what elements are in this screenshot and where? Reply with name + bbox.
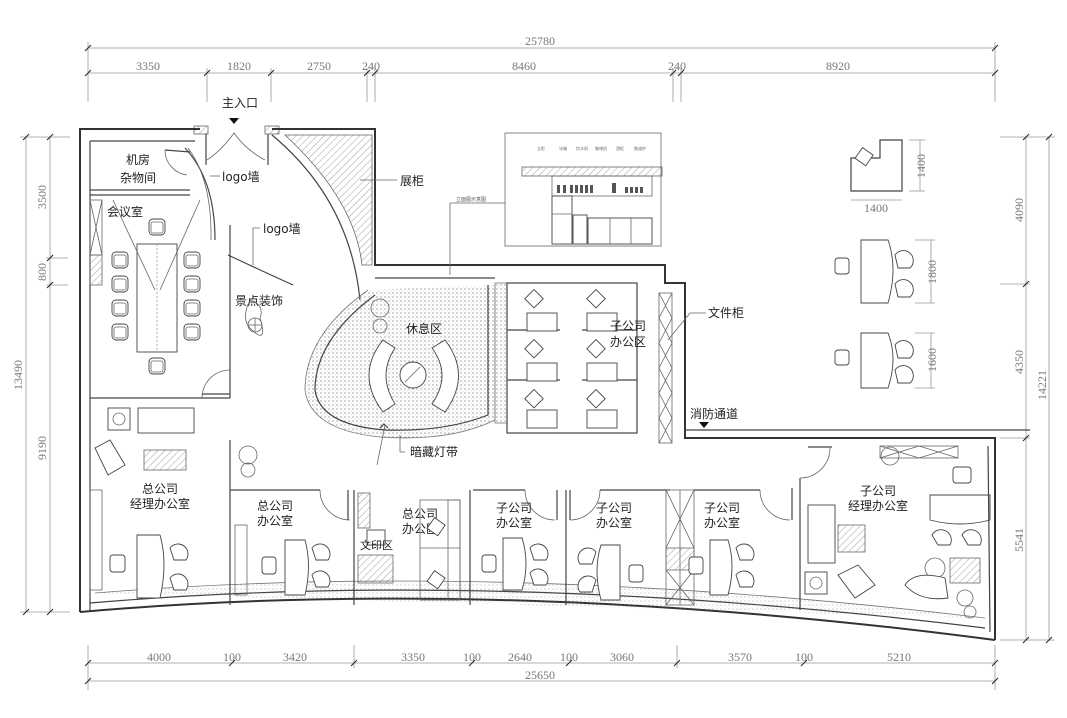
lounge-label: 休息区 — [406, 321, 442, 336]
sub-office-1-label-2: 办公室 — [496, 515, 532, 530]
dim-left-3: 9190 — [35, 436, 49, 460]
elevation-item-3: 饮水机 — [576, 145, 588, 151]
dim-bottom-4: 3350 — [401, 650, 425, 664]
scenic-decor-label: 景点装饰 — [235, 294, 283, 308]
file-cabinet-label: 文件柜 — [708, 305, 744, 320]
hq-manager-label-2: 经理办公室 — [130, 496, 190, 511]
bottom-dimension-chain: 4000 100 3420 3350 100 2640 100 3060 357… — [84, 645, 999, 690]
dim-right-total: 14221 — [1035, 370, 1049, 400]
desk-1600-size: 1600 — [925, 348, 939, 372]
entrance-label: 主入口 — [222, 96, 258, 110]
bottom-offices: 总公司 经理办公室 总公司 办公室 文印区 总公司 办公区 — [89, 407, 991, 633]
dim-top-5: 8460 — [512, 59, 536, 73]
sub-office-3-label-1: 子公司 — [704, 501, 740, 515]
sub-office-1-label-1: 子公司 — [496, 501, 532, 515]
dim-right-3: 5541 — [1012, 528, 1026, 552]
main-entrance: 主入口 — [193, 96, 280, 165]
dim-left-2: 800 — [35, 263, 49, 281]
reception-area: logo墙 logo墙 展柜 景点装饰 — [184, 134, 424, 336]
dim-top-7: 8920 — [826, 59, 850, 73]
dim-bottom-3: 3420 — [283, 650, 307, 664]
sub-manager-label-1: 子公司 — [860, 484, 896, 498]
logo-wall-label-2: logo墙 — [263, 222, 301, 236]
dim-top-3: 2750 — [307, 59, 331, 73]
dim-right-2: 4350 — [1012, 350, 1026, 374]
fire-passage-arrow-icon — [699, 422, 709, 428]
sub-office-area: 子公司 办公区 文件柜 消防通道 — [494, 282, 744, 444]
hq-office-label-2: 办公室 — [257, 513, 293, 528]
furniture-details: 1400 1400 1800 1600 — [834, 139, 939, 389]
outer-walls — [79, 128, 1030, 641]
sub-office-area-label-1: 子公司 — [610, 319, 646, 333]
sub-office-area-label-2: 办公区 — [610, 334, 646, 349]
hidden-light-label: 暗藏灯带 — [410, 444, 458, 459]
hq-office-label-1: 总公司 — [257, 499, 293, 513]
elevation-item-1: 立柜 — [537, 145, 545, 151]
dim-top-6: 240 — [668, 59, 686, 73]
server-room: 机房 杂物间 — [90, 140, 195, 196]
sub-office-2-label-2: 办公室 — [596, 515, 632, 530]
elevation-item-6: 微波炉 — [634, 145, 646, 151]
elevation-item-5: 酒柜 — [616, 145, 624, 151]
server-room-label-2: 杂物间 — [120, 171, 156, 185]
dim-bottom-9: 3570 — [728, 650, 752, 664]
elevation-label: 立面图示意图 — [456, 196, 486, 203]
elevation-item-2: 冰箱 — [559, 145, 567, 151]
kitchen-elevation: 立柜 冰箱 饮水机 咖啡机 酒柜 微波炉 立面图示意图 — [449, 132, 663, 275]
dim-bottom-5: 100 — [463, 650, 481, 664]
print-area-label: 文印区 — [360, 538, 393, 552]
dim-top-1: 3350 — [136, 59, 160, 73]
dim-top-4: 240 — [362, 59, 380, 73]
dim-left-total: 13490 — [11, 360, 25, 390]
dim-right-1: 4090 — [1012, 198, 1026, 222]
dim-bottom-11: 5210 — [887, 650, 911, 664]
dim-bottom-total: 25650 — [525, 668, 555, 682]
top-dimension-chain: 25780 3350 1820 2750 240 8460 240 8920 — [84, 34, 999, 102]
dim-bottom-2: 100 — [223, 650, 241, 664]
display-cabinet-label: 展柜 — [400, 174, 424, 188]
elevation-item-4: 咖啡机 — [595, 145, 607, 151]
sub-office-2-label-1: 子公司 — [596, 501, 632, 515]
lounge: 休息区 暗藏灯带 — [304, 285, 496, 466]
dim-bottom-6: 2640 — [508, 650, 532, 664]
dim-top-2: 1820 — [227, 59, 251, 73]
desk-1800-size: 1800 — [925, 260, 939, 284]
hq-manager-label-1: 总公司 — [142, 482, 178, 496]
corner-desk-width: 1400 — [864, 201, 888, 215]
sub-office-3-label-2: 办公室 — [704, 515, 740, 530]
dim-left-1: 3500 — [35, 185, 49, 209]
logo-wall-label-1: logo墙 — [222, 170, 260, 184]
dim-bottom-8: 3060 — [610, 650, 634, 664]
dim-bottom-7: 100 — [560, 650, 578, 664]
fire-passage-label: 消防通道 — [690, 406, 738, 421]
dim-top-total: 25780 — [525, 34, 555, 48]
dim-bottom-1: 4000 — [147, 650, 171, 664]
sub-manager-label-2: 经理办公室 — [848, 498, 908, 513]
right-dimension-chain: 4090 4350 14221 5541 — [1000, 133, 1055, 644]
dim-bottom-10: 100 — [795, 650, 813, 664]
entrance-arrow-icon — [229, 118, 239, 124]
meeting-room: 会议室 — [89, 199, 231, 399]
left-dimension-chain: 13490 3500 800 9190 — [11, 133, 70, 616]
meeting-room-label: 会议室 — [107, 204, 143, 219]
server-room-label-1: 机房 — [126, 152, 150, 167]
corner-desk-height: 1400 — [914, 154, 928, 178]
